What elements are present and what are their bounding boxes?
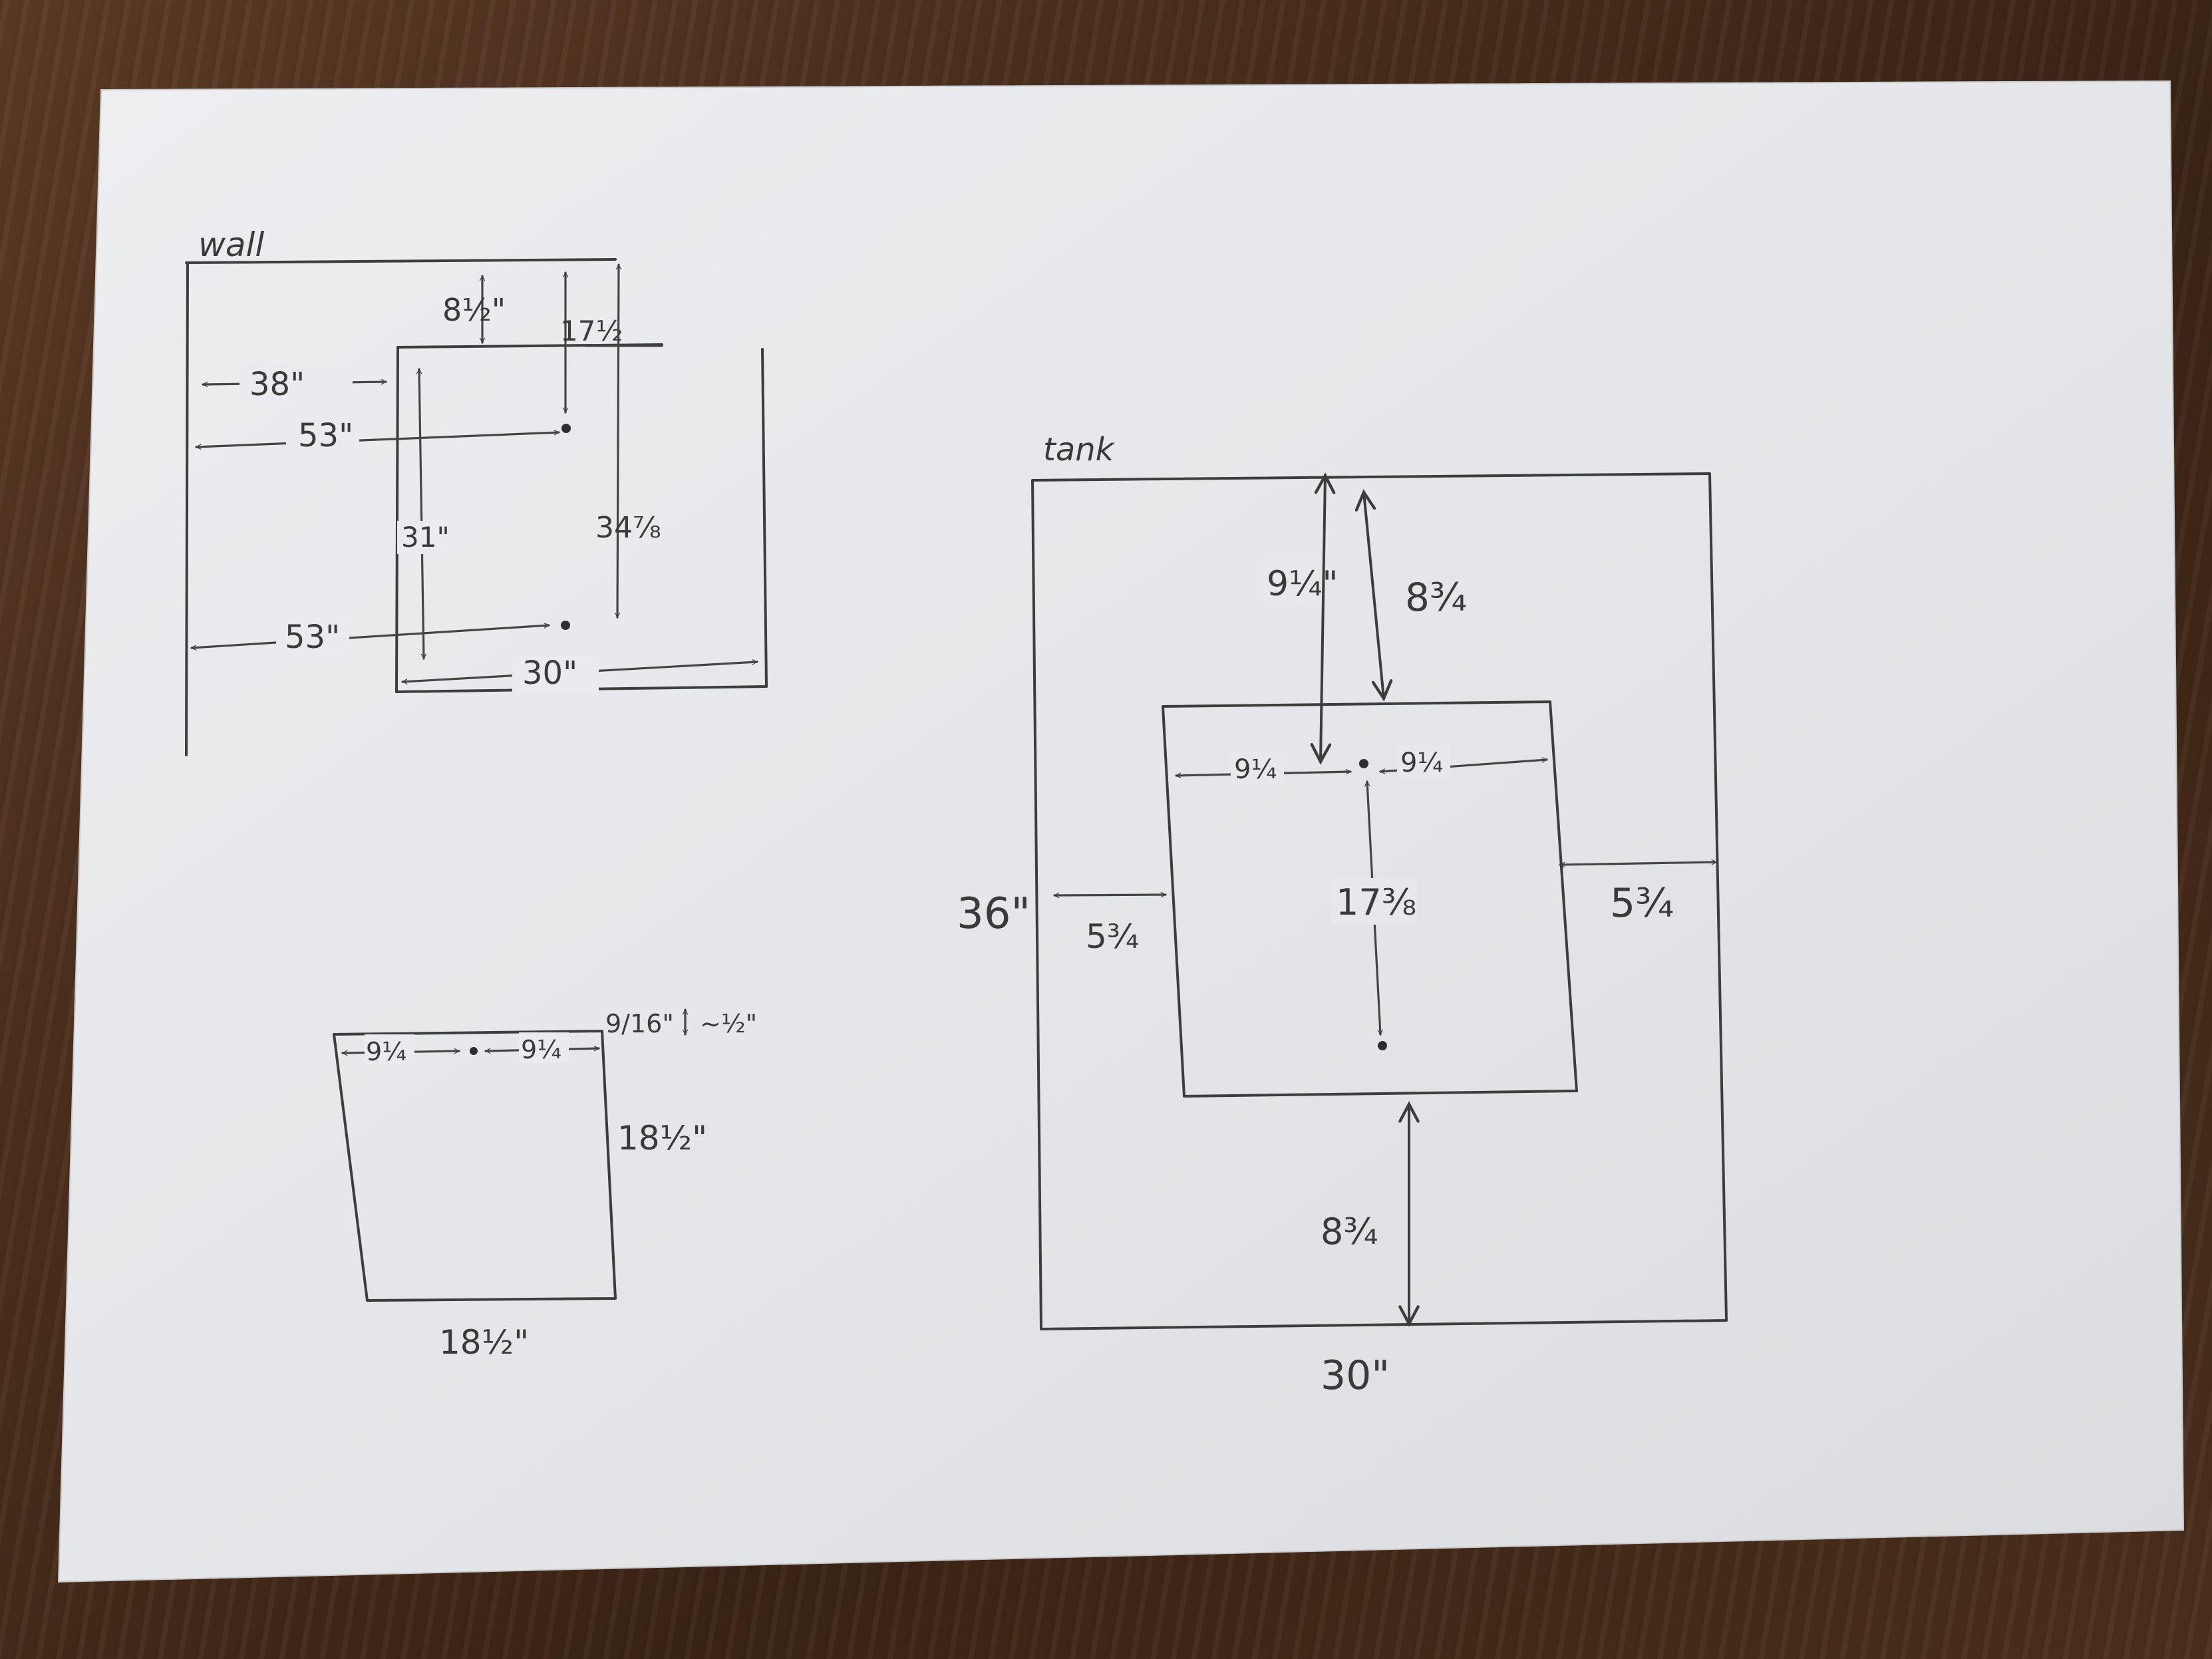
upper-point-dot bbox=[561, 424, 571, 433]
bottom-margin-label: 8¾ bbox=[1321, 1211, 1378, 1253]
panel-sketch: 9¼ 9¼ 9/16" ~½" 18½" 18½" bbox=[333, 1008, 757, 1362]
left-to-lower-point-arrow bbox=[190, 623, 550, 651]
tank-sketch: tank 9¼" 8¾ 9¼ 9¼ 17⅜ 5¾ 5¾ 36" bbox=[957, 431, 1728, 1399]
top-to-point-label: 9¼" bbox=[1267, 564, 1338, 604]
tank-lower-point-dot bbox=[1378, 1041, 1387, 1050]
panel-top-offset-label: 9/16" bbox=[605, 1009, 674, 1038]
paper-sheet bbox=[57, 80, 2185, 1583]
top-to-box-arrow bbox=[1354, 489, 1393, 702]
left-margin-label: 5¾ bbox=[1086, 917, 1139, 956]
tank-title: tank bbox=[1043, 431, 1116, 468]
lower-point-dot bbox=[561, 621, 570, 630]
top-to-upper-point-label: 17½ bbox=[560, 315, 623, 347]
left-to-frame-label: 38" bbox=[249, 366, 305, 403]
tank-inner-box bbox=[1162, 700, 1578, 1098]
top-to-box-label: 8¾ bbox=[1405, 575, 1467, 620]
tank-height-label: 36" bbox=[957, 889, 1030, 939]
panel-top-offset-approx-label: ~½" bbox=[700, 1009, 757, 1038]
panel-point-to-right-label: 9¼ bbox=[521, 1035, 561, 1064]
panel-outline bbox=[333, 1030, 617, 1302]
wall-outline bbox=[185, 258, 617, 756]
point-right-label: 9¼ bbox=[1400, 748, 1443, 778]
top-to-lower-point-label: 34⅞ bbox=[595, 511, 661, 545]
panel-point-dot bbox=[470, 1047, 478, 1055]
panel-width-label: 18½" bbox=[439, 1323, 529, 1362]
top-to-lower-point-arrow bbox=[614, 263, 622, 619]
frame-height-arrow bbox=[416, 368, 427, 660]
top-to-point-arrow bbox=[1310, 472, 1336, 765]
top-gap-label: 8½" bbox=[442, 292, 506, 328]
tank-outline bbox=[1031, 472, 1728, 1330]
tank-width-label: 30" bbox=[1321, 1352, 1390, 1399]
right-margin-label: 5¾ bbox=[1610, 880, 1674, 927]
wall-sketch: wall 8½" 17½ 34⅞ 38" 53" 31" 53" bbox=[185, 226, 768, 756]
left-to-upper-point-arrow bbox=[195, 430, 560, 450]
left-to-upper-point-label: 53" bbox=[298, 417, 353, 454]
panel-height-label: 18½" bbox=[617, 1119, 707, 1157]
wall-title: wall bbox=[198, 226, 264, 264]
point-to-point-label: 17⅜ bbox=[1336, 881, 1416, 923]
frame-height-label: 31" bbox=[401, 521, 450, 553]
left-to-lower-point-label: 53" bbox=[285, 619, 340, 656]
frame-width-label: 30" bbox=[522, 655, 577, 692]
panel-left-to-point-label: 9¼ bbox=[366, 1037, 406, 1066]
tank-upper-point-dot bbox=[1359, 759, 1368, 768]
point-left-label: 9¼ bbox=[1234, 754, 1277, 785]
right-margin-arrow bbox=[1559, 859, 1718, 868]
